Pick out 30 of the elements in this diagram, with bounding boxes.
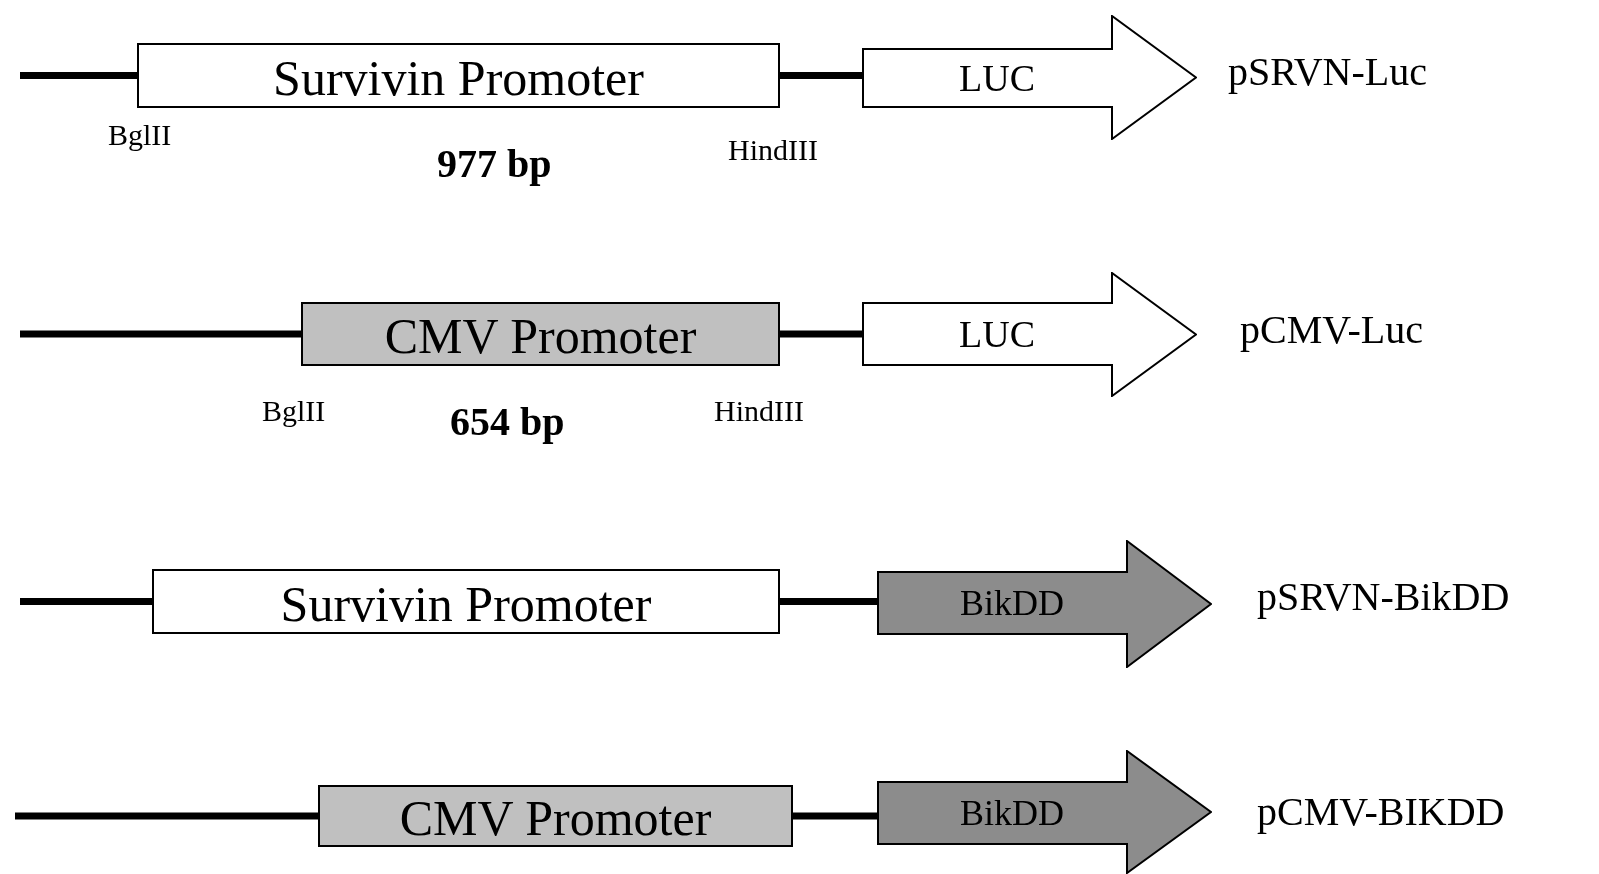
gene-arrow bbox=[862, 15, 1197, 140]
promoter-box bbox=[137, 43, 780, 108]
construct-name: pCMV-BIKDD bbox=[1257, 790, 1505, 834]
fragment-size: 977 bp bbox=[437, 142, 552, 186]
restriction-site: HindIII bbox=[728, 133, 818, 166]
promoter-name: CMV Promoter bbox=[383, 311, 698, 361]
promoter-name: Survivin Promoter bbox=[279, 578, 653, 629]
dna-backbone-line bbox=[780, 330, 862, 338]
restriction-site: HindIII bbox=[714, 394, 804, 427]
dna-backbone-line bbox=[780, 72, 862, 79]
gene-name: BikDD bbox=[959, 585, 1065, 621]
gene-name: LUC bbox=[958, 59, 1036, 97]
gene-arrow bbox=[862, 272, 1197, 397]
promoter-box bbox=[301, 302, 780, 366]
dna-backbone-line bbox=[793, 812, 877, 820]
gene-arrow bbox=[877, 540, 1212, 668]
construct-name: pSRVN-BikDD bbox=[1257, 575, 1510, 619]
promoter-name: Survivin Promoter bbox=[272, 52, 645, 103]
gene-arrow bbox=[877, 750, 1212, 874]
restriction-site: BglII bbox=[108, 118, 172, 151]
promoter-box bbox=[318, 785, 793, 847]
dna-backbone-line bbox=[780, 598, 877, 605]
gene-name: LUC bbox=[958, 315, 1036, 353]
promoter-name: CMV Promoter bbox=[398, 793, 713, 843]
restriction-site: BglII bbox=[262, 394, 326, 427]
construct-name: pSRVN-Luc bbox=[1228, 50, 1427, 94]
promoter-box bbox=[152, 569, 780, 634]
construct-name: pCMV-Luc bbox=[1240, 308, 1423, 352]
gene-name: BikDD bbox=[959, 795, 1065, 831]
fragment-size: 654 bp bbox=[450, 400, 565, 444]
